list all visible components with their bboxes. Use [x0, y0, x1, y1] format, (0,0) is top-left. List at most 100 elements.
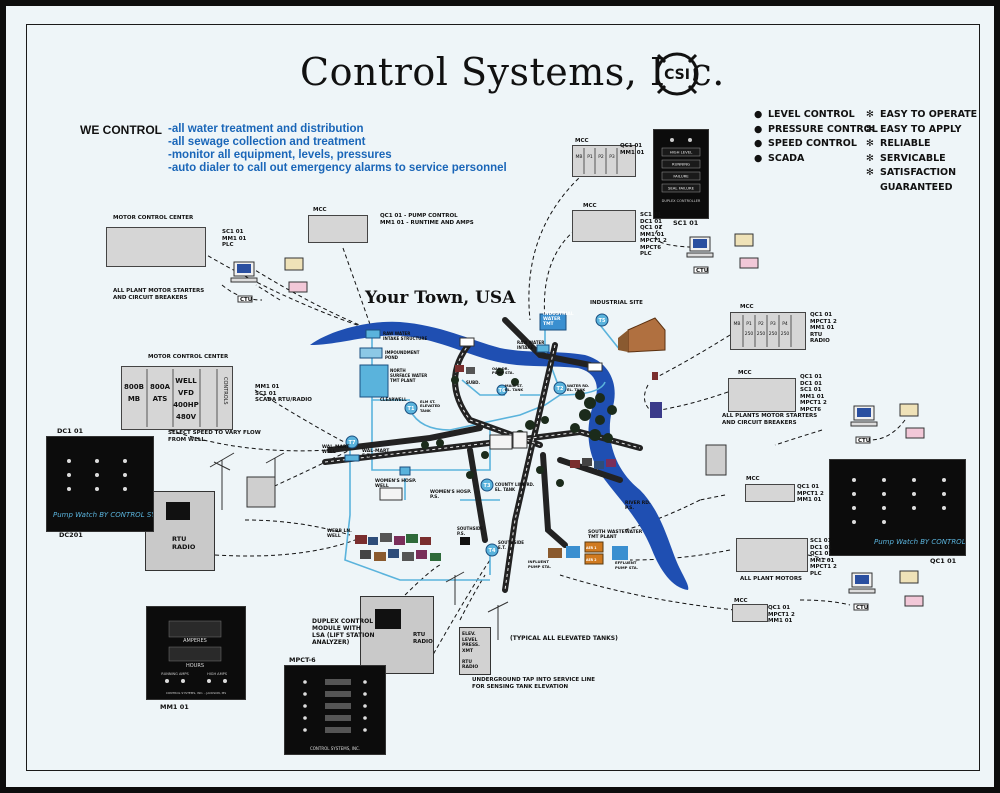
label: QC1 01 MM1 01	[620, 143, 645, 156]
page-title: Control Systems, Inc.	[300, 50, 725, 94]
bullet-icon: ●	[754, 138, 763, 149]
panel-text: SEAL FAILURE	[668, 186, 695, 191]
houses	[355, 365, 616, 561]
feature-item: ●LEVEL CONTROL	[754, 108, 878, 123]
label: DUPLEX CONTROL MODULE WITH LSA (LIFT STA…	[312, 618, 375, 646]
impoundment-pond	[359, 347, 383, 359]
label: MPCT-6	[289, 656, 316, 664]
mm101-amperes-panel: AMPERES HOURS RUNNING AMPS HIGH AMPS CON…	[146, 606, 246, 700]
label: SOUTHSIDE E.T.	[498, 540, 525, 550]
label: INDUSTRIAL SITE	[590, 300, 643, 306]
feature-item: ●PRESSURE CONTROL	[754, 123, 878, 138]
label: IMPOUNDMENT POND	[385, 350, 420, 360]
rtu-radio-cabinet-left	[145, 491, 215, 571]
label: CTU	[858, 438, 871, 444]
asterisk-icon: ✻	[866, 152, 874, 164]
label: WATER RD. EL. TANK	[567, 384, 590, 393]
rtu-radio-cabinet-mid	[360, 596, 434, 674]
label: RTU RADIO	[413, 632, 433, 645]
panel-text: AMPERES	[183, 638, 207, 644]
panel-text: WELL	[175, 377, 197, 385]
asterisk-icon: ✻	[866, 123, 874, 135]
label: QC1 01 MPCT1 2 MM1 01	[768, 605, 795, 624]
label: RAW WATER INTAKE STRUCTURE	[383, 331, 428, 341]
label: MCC	[740, 304, 754, 310]
panel-text: VFD	[178, 389, 194, 397]
panel-text: MB	[576, 154, 583, 160]
label: QC1 01	[930, 557, 957, 565]
asterisk-icon: ✻	[866, 109, 874, 120]
label: SOUTH WASTEWATER TMT PLANT	[588, 530, 643, 540]
mcc-top-right-2	[572, 210, 636, 242]
panel-text: T4	[489, 548, 496, 554]
qc101-pump-watch-panel: Pump Watch BY CONTROL SYSTEMS, INC.	[829, 459, 1000, 556]
panel-text: T1	[408, 406, 415, 412]
label: MAIN ST. EL. TANK	[505, 384, 524, 393]
panel-text: 480V	[176, 413, 197, 421]
panel-text: T3	[484, 483, 491, 489]
feature-item: ✻SATISFACTION	[866, 166, 977, 181]
panel-text: CONTROLS	[222, 377, 228, 405]
label: RTU RADIO	[172, 535, 196, 551]
aeration-2	[584, 553, 604, 565]
we-control-item: -monitor all equipment, levels, pressure…	[168, 149, 392, 161]
label: MCC	[583, 203, 597, 209]
sc101-duplex-controller-panel: HIGH LEVEL RUNNING FAILURE SEAL FAILURE …	[653, 129, 709, 219]
label: OAK DR. PUMP STA.	[492, 367, 514, 376]
panel-text: P1	[587, 154, 593, 160]
asterisk-icon: ✻	[866, 138, 874, 149]
industrial-building	[618, 317, 666, 353]
we-control-item: -all sewage collection and treatment	[168, 136, 366, 148]
csi-logo-icon: CSI	[655, 52, 699, 96]
aeration-1	[584, 541, 604, 553]
label: SC1 01 DC1 01 QC1 01 MM1 01 MPCT1 2 PLC	[810, 538, 837, 577]
mcc-right-1: MB P1 P2 P3 P4 250 250 250 250	[730, 312, 806, 350]
label: MCC	[746, 476, 760, 482]
panel-text: P1	[746, 321, 752, 327]
panel-text: T7	[349, 440, 356, 446]
label: ALL PLANT MOTORS	[740, 576, 803, 582]
panel-text: 250	[769, 331, 778, 337]
feature-item: ●SCADA	[754, 152, 878, 167]
label: MOTOR CONTROL CENTER	[148, 354, 229, 360]
mcc-right-all-plant	[736, 538, 808, 572]
label: MM1 01	[160, 703, 189, 711]
dc101-pump-watch-panel: Pump Watch BY CONTROL SYSTEMS, INC.	[46, 436, 198, 532]
label: NORTH SURFACE WATER TMT PLANT	[390, 368, 428, 383]
label: ALL PLANTS MOTOR STARTERS AND CIRCUIT BR…	[722, 413, 818, 426]
panel-text: P3	[609, 154, 615, 160]
roads	[322, 317, 643, 593]
label: SC1 01 DC1 01 QC1 01 MM1 01 MPCT1 2 MPCT…	[640, 212, 667, 257]
panel-text: HOURS	[186, 663, 204, 669]
panel-text: 800A	[150, 383, 171, 391]
we-control-item: -all water treatment and distribution	[168, 123, 364, 135]
panel-text: P2	[598, 154, 604, 160]
panel-text: FAILURE	[673, 174, 689, 179]
label: SC1 01 MM1 01 PLC	[222, 229, 247, 248]
mcc-top-right: MB P1 P2 P3	[572, 145, 636, 177]
label: UNDERGROUND TAP INTO SERVICE LINE FOR SE…	[472, 677, 595, 690]
panel-text: 250	[745, 331, 754, 337]
influent-pump	[548, 548, 562, 558]
panel-text: RUNNING	[672, 162, 690, 167]
river	[310, 321, 689, 590]
motor-control-center-left: 800B 800A WELL MB ATS VFD 400HP 480V CON…	[121, 366, 233, 430]
town-title: Your Town, USA	[365, 288, 516, 308]
motor-control-center-top	[106, 227, 206, 267]
label: MCC	[734, 598, 748, 604]
label: INDUSTRIAL WATER TMT	[543, 312, 574, 327]
we-control-heading: WE CONTROL	[80, 123, 162, 137]
label: RIVER RD. P.S.	[625, 501, 651, 511]
panel-text: DUPLEX CONTROLLER	[662, 199, 701, 203]
panel-text: CONTROL SYSTEMS, INC. - JACKSON, MS	[166, 691, 226, 695]
label: MCC	[738, 370, 752, 376]
feature-item: ✻SERVICABLE	[866, 152, 977, 167]
features-left-list: ●LEVEL CONTROL ●PRESSURE CONTROL ●SPEED …	[754, 108, 878, 166]
computer-icon	[230, 236, 878, 594]
label: ELM ST. ELEVATED TANK	[420, 400, 441, 413]
panel-text: T6	[499, 388, 506, 394]
feature-item: ✻EASY TO APPLY	[866, 123, 977, 138]
panel-text: P2	[758, 321, 764, 327]
